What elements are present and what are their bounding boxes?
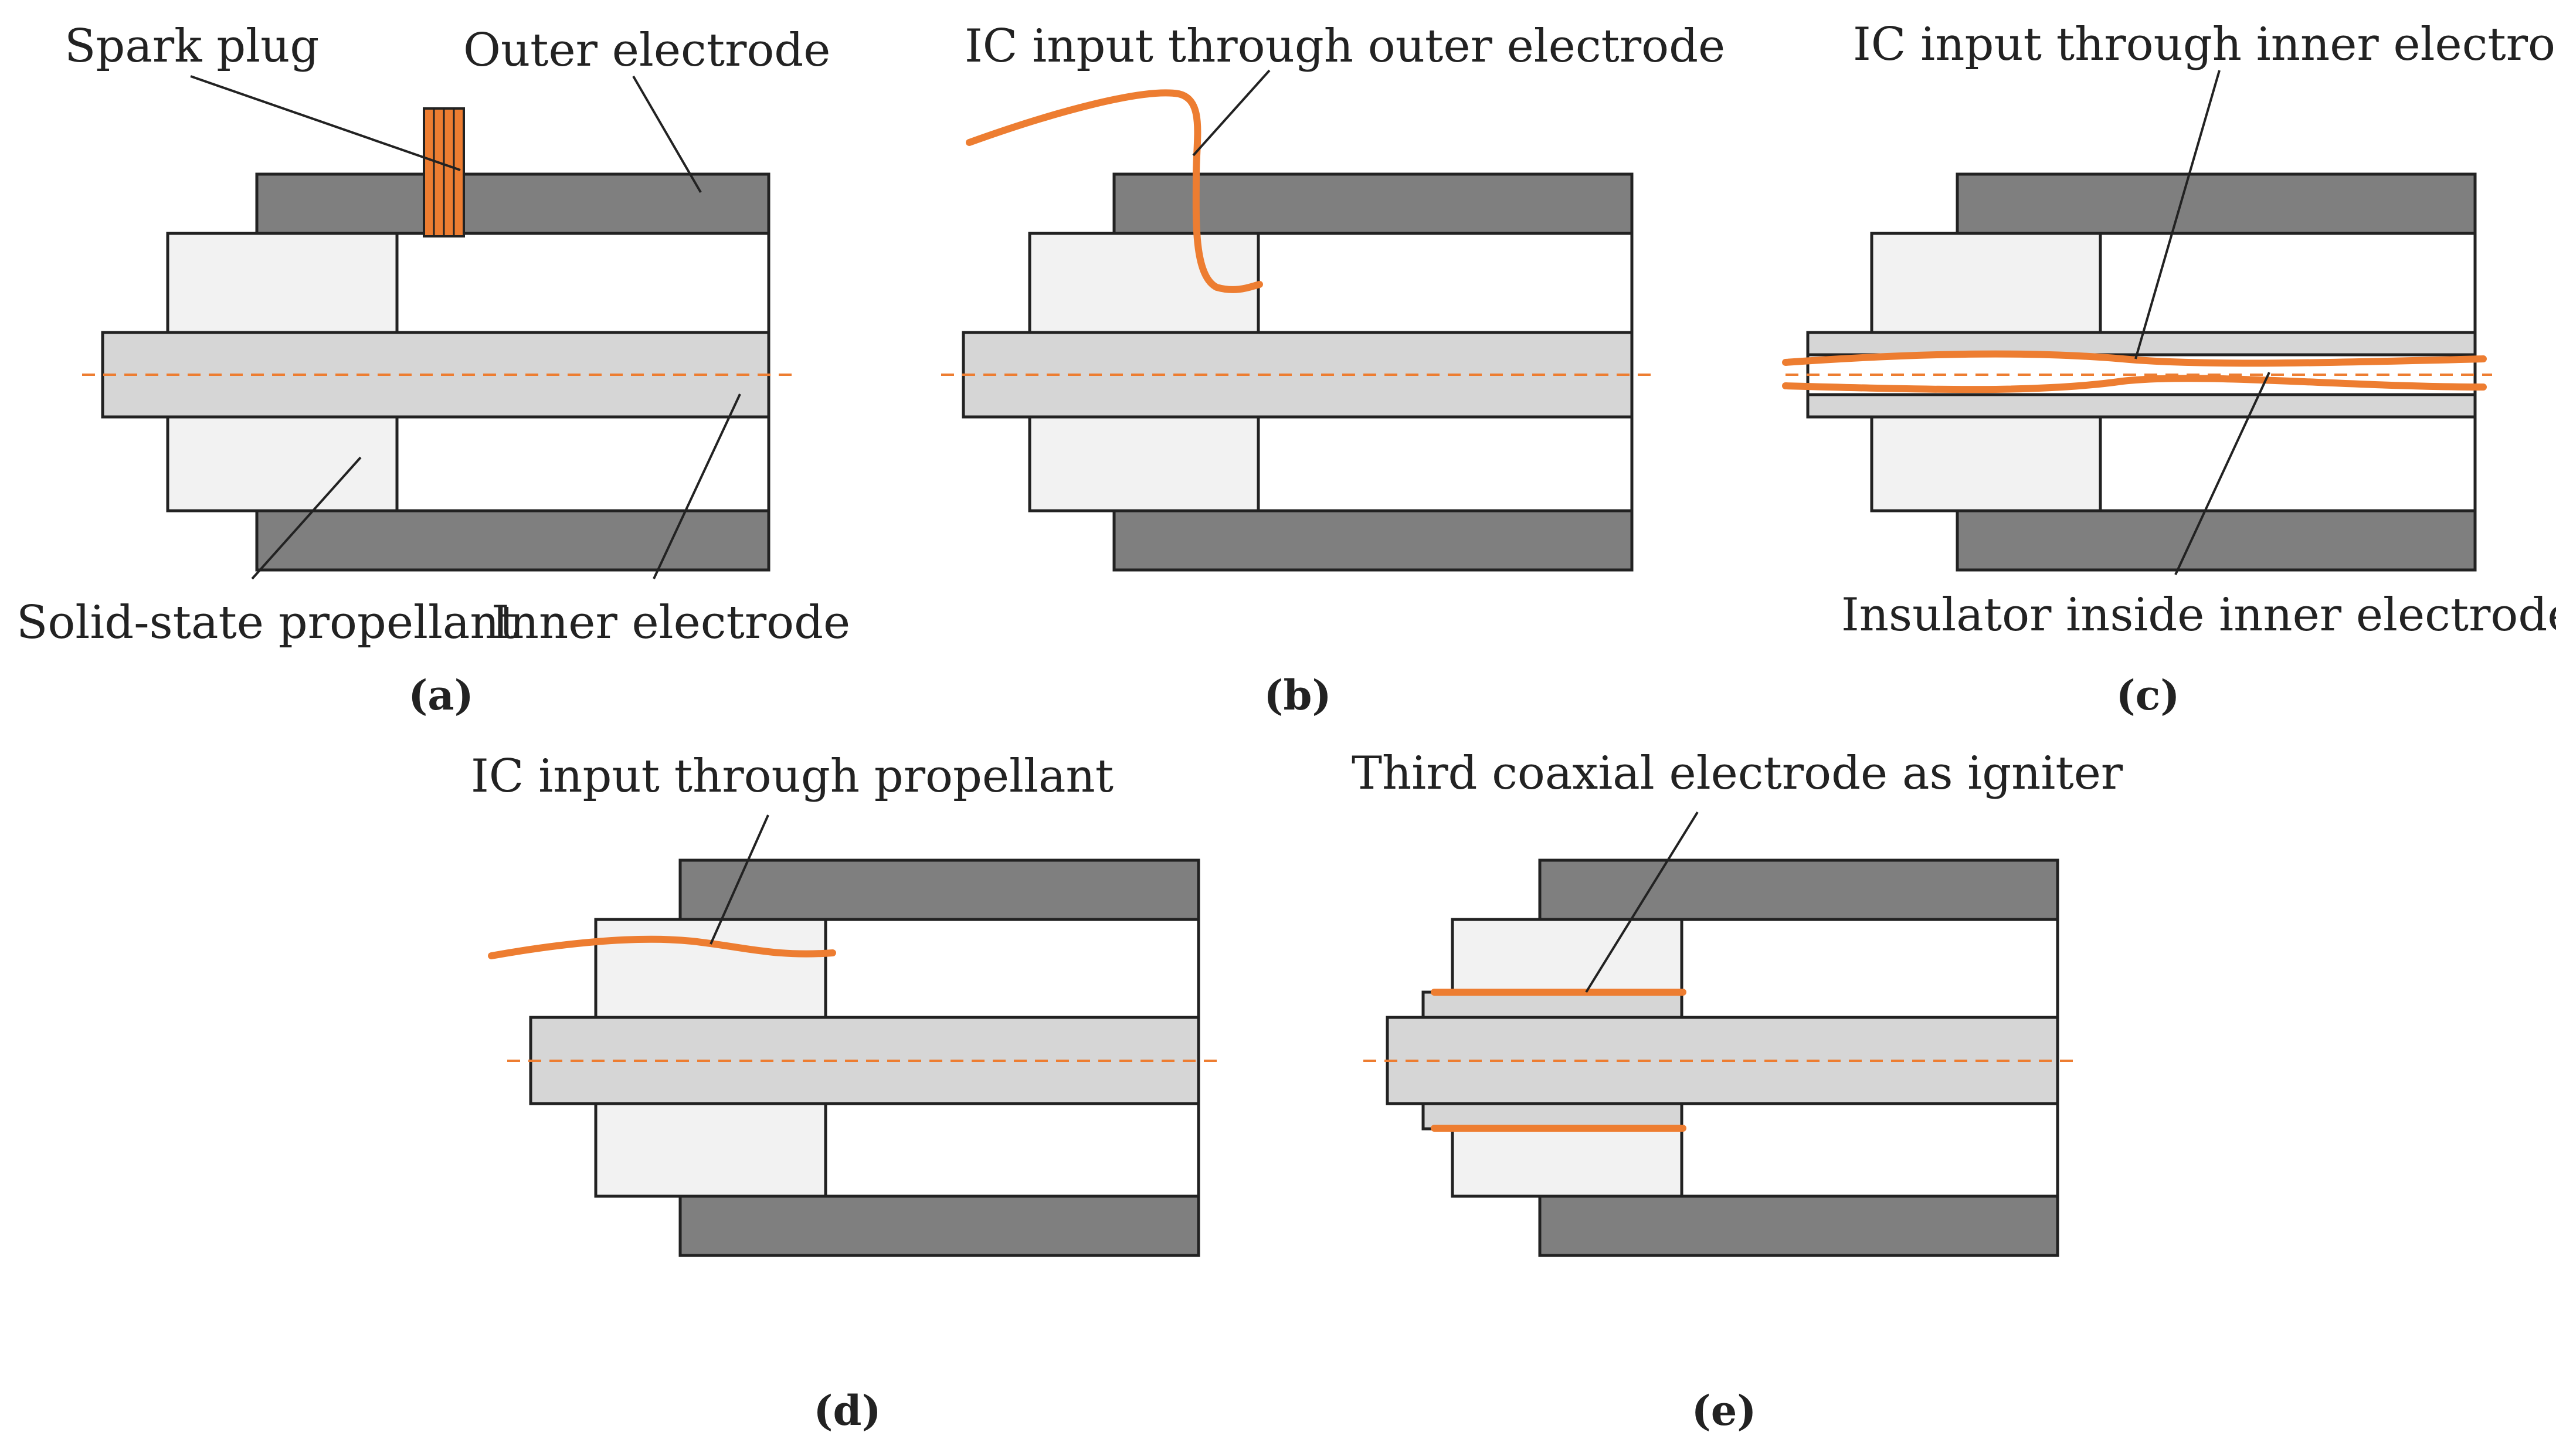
outer-electrode-top [1538,858,2059,921]
leader-ic-input [710,814,769,945]
inner-electrode [962,331,1634,419]
outer-electrode-bottom [255,509,770,572]
caption-e: (e) [1692,1386,1757,1435]
panel-a: Spark plug Outer electrode Solid-state p… [16,20,850,719]
leader-ic-input [1192,69,1271,157]
outer-electrode-top [678,858,1200,921]
label-outer-electrode: Outer electrode [463,24,830,77]
caption-b: (b) [1264,671,1331,719]
label-inner-electrode: Inner electrode [491,596,850,649]
inner-electrode [101,331,770,419]
outer-electrode-top [1956,172,2477,235]
leader-inner-electrode [653,393,741,579]
leader-insulator [2174,372,2270,575]
outer-electrode-bottom [1112,509,1634,572]
panel-e: Third coaxial electrode as igniter (e) [1352,747,2123,1435]
leader-ic-input [2134,70,2221,359]
ic-wire-propellant [488,935,836,959]
panel-b: IC input through outer electrode (b) [941,20,1725,719]
label-third-electrode: Third coaxial electrode as igniter [1352,747,2123,800]
label-ic-input: IC input through propellant [471,750,1114,803]
ic-wire-inner-upper [1782,350,2487,367]
caption-c: (c) [2116,671,2180,719]
leader-spark-plug [190,75,461,171]
panel-d: IC input through propellant (d) [471,750,1223,1435]
outer-electrode-bottom [678,1194,1200,1257]
leader-outer-electrode [632,75,702,194]
spark-plug [423,107,465,237]
label-ic-input: IC input through outer electrode [965,20,1725,73]
leader-third-electrode [1585,811,1699,993]
label-spark-plug: Spark plug [65,20,319,73]
caption-a: (a) [408,671,474,719]
outer-electrode-bottom [1956,509,2477,572]
outer-electrode-bottom [1538,1194,2059,1257]
outer-electrode-top [1112,172,1634,235]
ic-wire-outer [966,89,1263,293]
leader-solid-propellant [251,456,362,580]
outer-electrode-top [255,172,770,235]
ic-wire-inner-lower [1782,375,2487,393]
caption-d: (d) [813,1386,881,1435]
label-insulator: Insulator inside inner electrode [1841,589,2556,642]
panel-c: IC input through inner electrode Insulat… [1782,18,2556,719]
label-solid-propellant: Solid-state propellant [16,596,518,649]
label-ic-input: IC input through inner electrode [1853,18,2556,71]
